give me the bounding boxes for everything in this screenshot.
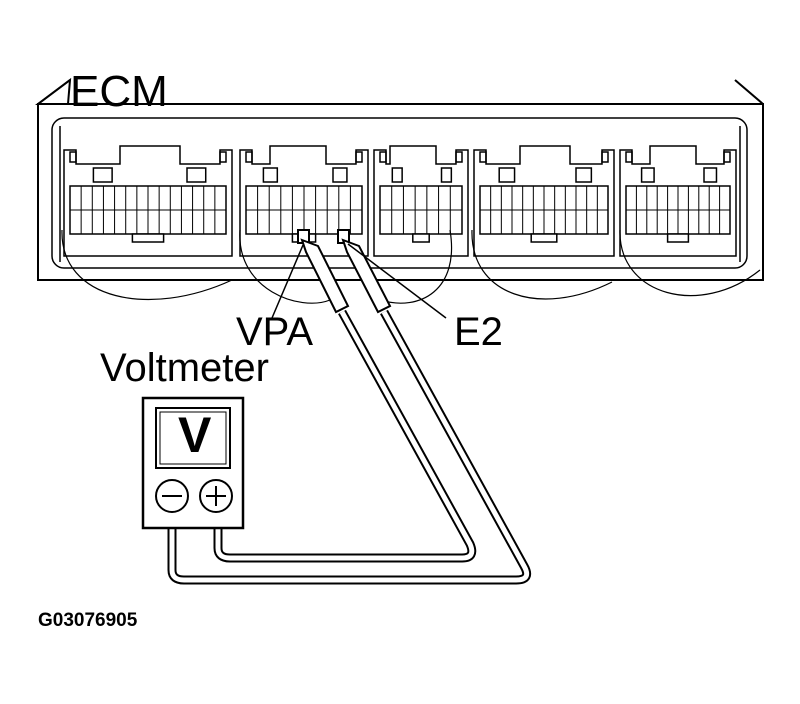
connector-4 [473, 145, 615, 257]
minus-icon [155, 479, 189, 513]
meter-display [155, 407, 231, 469]
connector-header [51, 117, 748, 269]
connector-1 [63, 145, 233, 257]
connector-5 [619, 145, 737, 257]
figure-code: G03076905 [38, 610, 138, 631]
voltmeter-display-text: V [178, 407, 212, 463]
connector-blocks [63, 145, 737, 257]
ecm-label: ECM [70, 67, 168, 116]
voltmeter-label: Voltmeter [100, 346, 269, 390]
test-leads [167, 309, 532, 585]
voltmeter-body [141, 396, 245, 530]
e2-terminal-label: E2 [454, 310, 503, 354]
harness-loops [61, 229, 761, 304]
probes [300, 238, 392, 314]
vpa-terminal-label: VPA [236, 310, 314, 354]
leader-lines [271, 243, 447, 319]
plus-icon [199, 479, 233, 513]
connector-3 [373, 145, 469, 257]
